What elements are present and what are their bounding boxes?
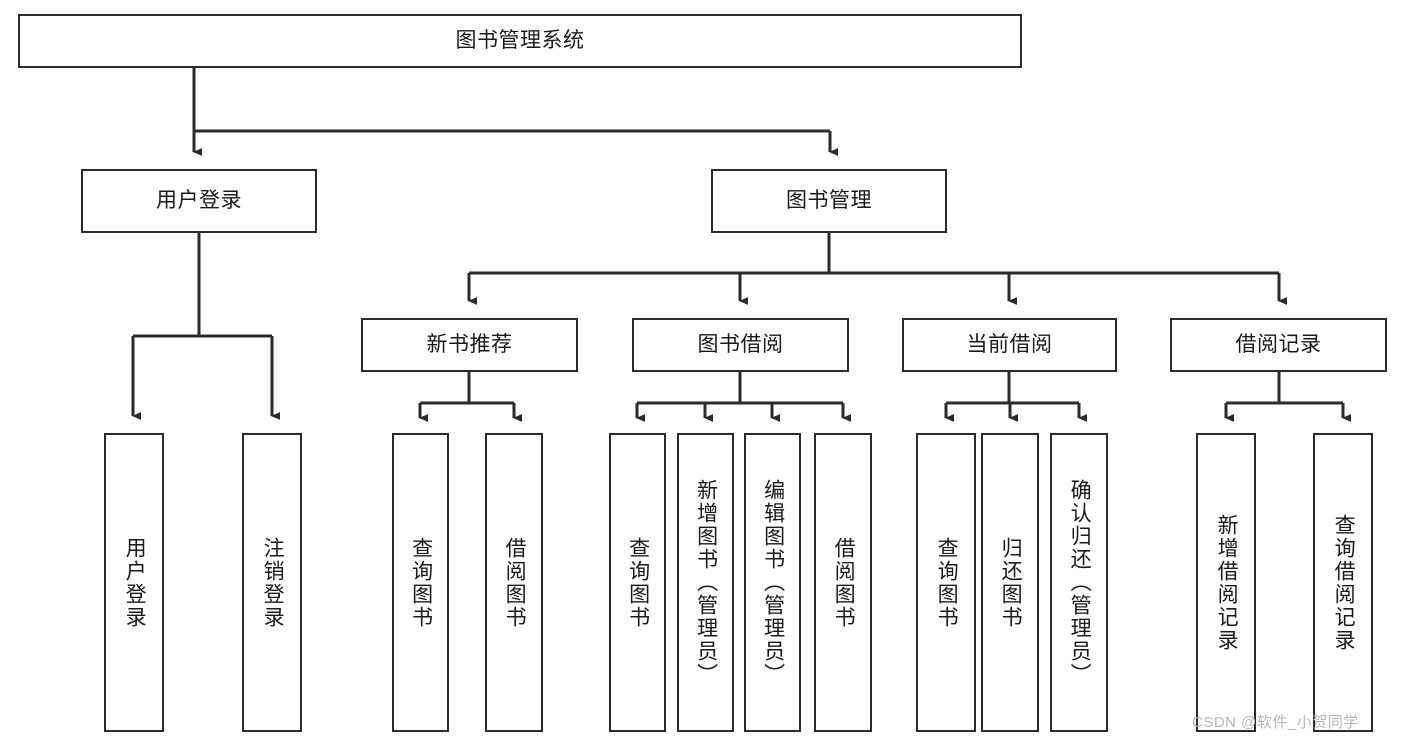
node-leaf-query-book-2[interactable]: 查询图书 — [609, 433, 666, 732]
node-leaf-confirm-return[interactable]: 确认归还（管理员） — [1050, 433, 1108, 732]
node-leaf-query-book-2-label: 查询图书 — [626, 536, 650, 629]
node-leaf-user-login-label: 用户登录 — [123, 536, 147, 629]
node-leaf-confirm-return-label: 确认归还（管理员） — [1068, 479, 1092, 686]
node-book-manage[interactable]: 图书管理 — [711, 169, 947, 233]
node-leaf-add-book-label: 新增图书（管理员） — [694, 479, 718, 686]
node-leaf-query-record[interactable]: 查询借阅记录 — [1313, 433, 1373, 732]
node-current-borrow[interactable]: 当前借阅 — [902, 318, 1117, 372]
node-leaf-query-record-label: 查询借阅记录 — [1332, 513, 1356, 652]
node-leaf-borrow-book-1-label: 借阅图书 — [503, 536, 527, 629]
node-leaf-return-book-label: 归还图书 — [999, 536, 1023, 629]
node-leaf-edit-book[interactable]: 编辑图书（管理员） — [744, 433, 801, 732]
node-borrow-record-label: 借阅记录 — [1235, 333, 1322, 357]
csdn-watermark: CSDN @软件_小贺同学 — [1192, 714, 1359, 731]
node-leaf-query-book-1-label: 查询图书 — [409, 536, 433, 629]
node-new-book-recommend[interactable]: 新书推荐 — [361, 318, 578, 372]
node-leaf-query-book-3[interactable]: 查询图书 — [916, 433, 976, 732]
node-current-borrow-label: 当前借阅 — [966, 333, 1053, 357]
node-root-label: 图书管理系统 — [455, 29, 585, 53]
node-user-login-label: 用户登录 — [156, 189, 242, 213]
node-leaf-logout[interactable]: 注销登录 — [242, 433, 302, 732]
node-new-book-recommend-label: 新书推荐 — [426, 333, 513, 357]
node-leaf-add-record[interactable]: 新增借阅记录 — [1196, 433, 1256, 732]
node-book-borrow[interactable]: 图书借阅 — [632, 318, 849, 372]
node-borrow-record[interactable]: 借阅记录 — [1170, 318, 1387, 372]
node-leaf-return-book[interactable]: 归还图书 — [981, 433, 1039, 732]
node-user-login[interactable]: 用户登录 — [81, 169, 317, 233]
node-book-manage-label: 图书管理 — [786, 189, 872, 213]
node-root[interactable]: 图书管理系统 — [18, 14, 1022, 68]
node-leaf-borrow-book-1[interactable]: 借阅图书 — [485, 433, 543, 732]
node-leaf-user-login[interactable]: 用户登录 — [104, 433, 164, 732]
node-leaf-borrow-book-2-label: 借阅图书 — [832, 536, 856, 629]
node-leaf-add-record-label: 新增借阅记录 — [1215, 513, 1239, 652]
node-leaf-add-book[interactable]: 新增图书（管理员） — [677, 433, 734, 732]
node-leaf-query-book-1[interactable]: 查询图书 — [392, 433, 449, 732]
node-leaf-query-book-3-label: 查询图书 — [935, 536, 959, 629]
node-leaf-borrow-book-2[interactable]: 借阅图书 — [814, 433, 872, 732]
node-book-borrow-label: 图书借阅 — [697, 333, 784, 357]
node-leaf-logout-label: 注销登录 — [261, 536, 285, 629]
node-leaf-edit-book-label: 编辑图书（管理员） — [761, 479, 785, 686]
